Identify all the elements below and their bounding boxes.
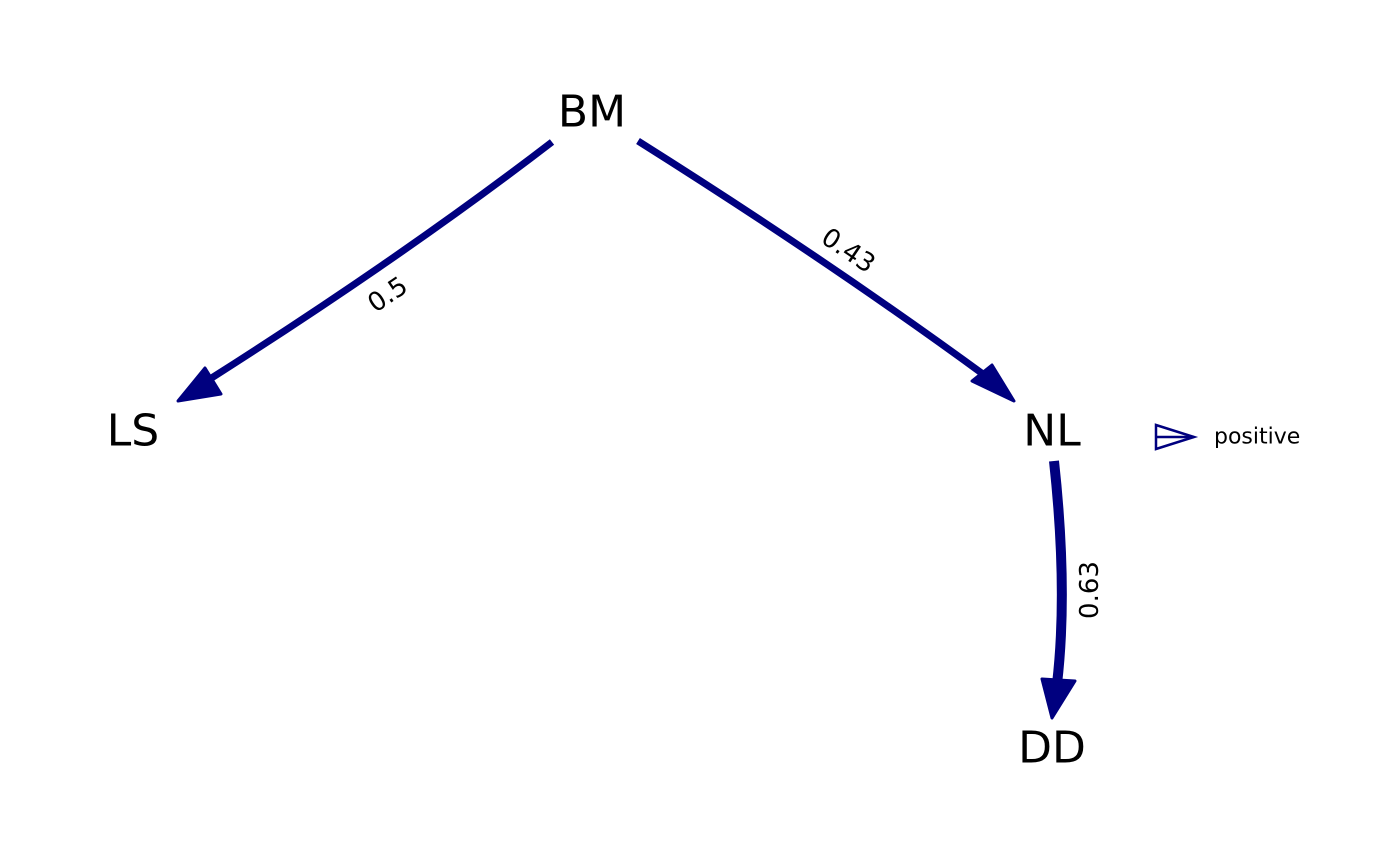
edge-nl-dd-weight: 0.63 [1075, 561, 1105, 619]
edge-bm-ls-weight: 0.5 [362, 271, 413, 319]
node-nl: NL [1023, 406, 1081, 457]
edge-bm-nl-weight: 0.43 [816, 222, 881, 279]
legend-label-positive: positive [1214, 425, 1300, 450]
node-dd: DD [1018, 723, 1086, 774]
edge-bm-nl: 0.43 [636, 138, 1016, 403]
edge-nl-dd: 0.63 [1040, 460, 1105, 720]
edge-bm-ls-arrowhead [176, 366, 223, 403]
edge-bm-nl-line [636, 138, 990, 380]
edge-bm-nl-arrowhead [970, 363, 1016, 403]
node-bm: BM [558, 87, 626, 138]
edge-nl-dd-line [1049, 460, 1067, 685]
legend: positive [1154, 423, 1300, 451]
edge-bm-ls-line [208, 139, 555, 382]
arrow-icon [1154, 423, 1199, 451]
edge-bm-ls: 0.5 [176, 139, 555, 403]
node-ls: LS [107, 406, 159, 457]
edge-nl-dd-arrowhead [1040, 677, 1077, 720]
legend-item-positive: positive [1154, 423, 1300, 451]
